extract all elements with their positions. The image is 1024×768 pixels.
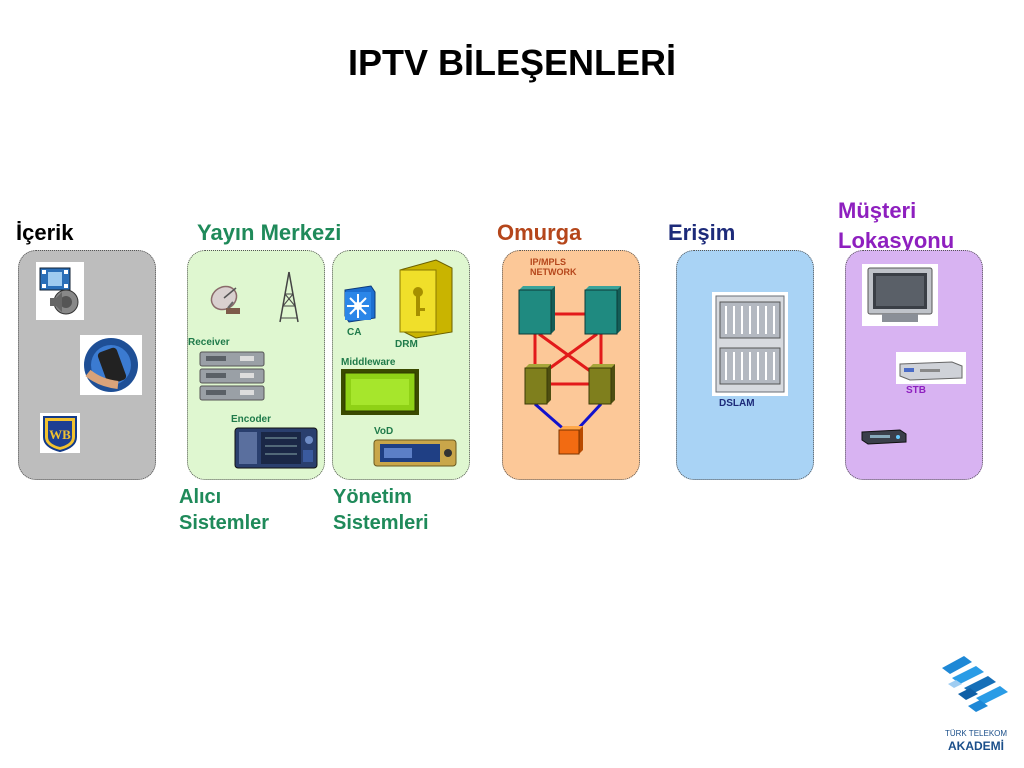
- wb-logo-icon: WB: [40, 413, 80, 453]
- edge-router-right: [588, 364, 615, 405]
- logo-text: TÜRK TELEKOM AKADEMİ: [936, 728, 1016, 752]
- satellite-dish-icon: [210, 285, 240, 314]
- header-customer: Müşteri Lokasyonu: [838, 196, 954, 256]
- page-title: IPTV BİLEŞENLERİ: [347, 42, 677, 83]
- core-router-right: [584, 286, 621, 335]
- logo-text-line2: AKADEMİ: [948, 739, 1004, 753]
- header-customer-line2: Lokasyonu: [838, 228, 955, 253]
- modem-device-icon: [861, 429, 907, 445]
- ipmpls-label: IP/MPLS NETWORK: [530, 257, 577, 277]
- edge-router-left: [524, 364, 551, 405]
- ca-label: CA: [347, 327, 362, 338]
- vod-label: VoD: [374, 426, 394, 437]
- receiver-systems-caption-line1: Alıcı: [179, 486, 222, 508]
- receiver-label: Receiver: [188, 337, 230, 348]
- ipmpls-label-line1: IP/MPLS: [530, 257, 567, 267]
- receiver-systems-caption: Alıcı Sistemler: [179, 484, 269, 536]
- header-access: Erişim: [668, 220, 736, 245]
- management-systems-caption-line1: Yönetim: [333, 486, 412, 508]
- encoder-label: Encoder: [231, 414, 272, 425]
- receiver-systems-caption-line2: Sistemler: [179, 512, 270, 534]
- middleware-server-icon: [341, 369, 419, 415]
- encoder-device-icon: [234, 427, 318, 469]
- middleware-label: Middleware: [341, 357, 396, 368]
- management-systems-caption-line2: Sistemleri: [333, 512, 429, 534]
- film-audio-icon: [36, 262, 84, 320]
- stb-device-icon: [896, 352, 966, 384]
- header-content: İçerik: [16, 220, 74, 245]
- media-player-icon: [80, 335, 142, 395]
- management-systems-caption: Yönetim Sistemleri: [333, 484, 429, 536]
- turk-telekom-akademi-logo-icon: [942, 656, 1008, 712]
- ipmpls-network-diagram: [518, 286, 621, 455]
- header-backbone: Omurga: [497, 220, 582, 245]
- antenna-tower-icon: [279, 271, 299, 323]
- dslam-label: DSLAM: [719, 398, 755, 409]
- header-broadcast: Yayın Merkezi: [197, 220, 342, 245]
- dslam-rack-icon: [712, 292, 788, 396]
- core-router-left: [518, 286, 555, 335]
- receiver-stack-icon: [199, 351, 265, 401]
- access-link-left: [534, 402, 568, 434]
- ca-switch-icon: [344, 285, 376, 323]
- header-customer-line1: Müşteri: [838, 198, 917, 223]
- logo-text-line1: TÜRK TELEKOM: [944, 729, 1008, 738]
- drm-key-server-icon: [399, 259, 453, 339]
- ipmpls-label-line2: NETWORK: [530, 267, 577, 277]
- vod-server-icon: [373, 439, 457, 467]
- access-node: [558, 426, 583, 455]
- svg-text:WB: WB: [49, 427, 71, 442]
- tv-icon: [862, 264, 938, 326]
- stb-label: STB: [906, 385, 926, 396]
- drm-label: DRM: [395, 339, 418, 350]
